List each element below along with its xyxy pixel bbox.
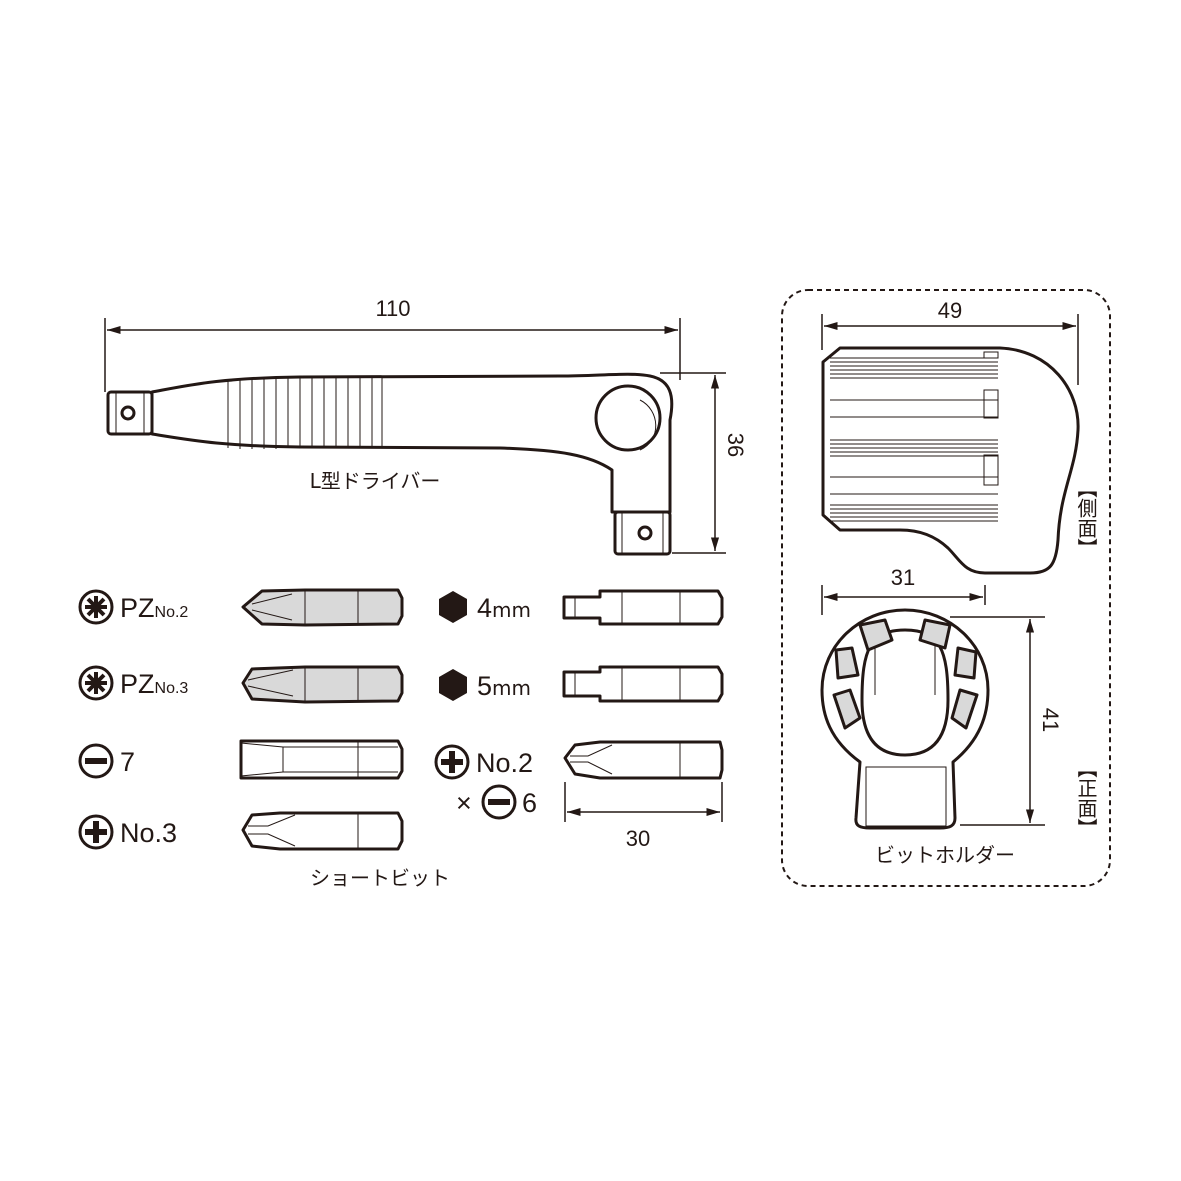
side-view-label: 【側面】 <box>1074 478 1098 558</box>
bit-holder-name: ビットホルダー <box>875 843 1015 867</box>
pozidriv-icon <box>78 665 114 701</box>
short-bits-caption: ショートビット <box>310 866 450 890</box>
dimension-30: 30 <box>564 782 723 851</box>
bit-label: 7 <box>120 747 135 777</box>
dashed-frame <box>781 289 1111 887</box>
times-sign: × <box>456 788 472 818</box>
dimension-label-bit-length: 30 <box>626 826 650 851</box>
bit-holder-side-view <box>821 346 1080 575</box>
phillips-icon <box>434 744 470 780</box>
front-view-label: 【正面】 <box>1074 758 1098 838</box>
bit-holder-front-view <box>820 608 990 830</box>
bit-label: 4mm <box>477 593 531 623</box>
dimension-31: 31 <box>821 565 986 615</box>
pozidriv-icon <box>78 589 114 625</box>
dimension-110: 110 <box>104 296 681 392</box>
dimension-36: 36 <box>660 372 748 554</box>
l-driver-drawing <box>106 372 674 556</box>
dimension-label-length: 110 <box>375 296 410 321</box>
bit-row-hex-4: 4mm <box>439 589 724 626</box>
bit-row-slotted-7: 7 <box>78 739 404 780</box>
bit-label: PZNo.3 <box>120 669 188 699</box>
bit-label: PZNo.2 <box>120 593 188 623</box>
slotted-icon <box>481 784 517 820</box>
bit-label: No.3 <box>120 818 177 848</box>
dimension-label-front-width: 31 <box>891 565 915 590</box>
short-bits: PZNo.2 PZNo.3 7 <box>78 588 724 890</box>
bit-row-phillips-3: No.3 <box>78 811 404 851</box>
bit-label: No.2 <box>476 748 533 778</box>
hex-icon <box>439 669 467 701</box>
phillips-icon <box>78 814 114 850</box>
dimension-49: 49 <box>821 298 1079 385</box>
l-driver: 110 36 L型ドライバー <box>104 296 748 556</box>
l-driver-name: L型ドライバー <box>310 469 441 493</box>
hex-icon <box>439 591 467 623</box>
bit-row-double-end: No.2 × 6 <box>434 740 724 820</box>
bit-label: 6 <box>522 788 537 818</box>
bit-holder: 49 【側面】 31 41 <box>781 289 1111 887</box>
dimension-41: 41 <box>950 616 1063 826</box>
dimension-label-side-width: 49 <box>938 298 962 323</box>
bit-row-pz3: PZNo.3 <box>78 665 404 704</box>
bit-row-hex-5: 5mm <box>439 665 724 703</box>
bit-row-pz2: PZNo.2 <box>78 588 404 627</box>
socket-hole-icon <box>120 405 136 421</box>
dimension-label-front-height: 41 <box>1038 708 1063 732</box>
bit-label: 5mm <box>477 671 531 701</box>
slotted-icon <box>78 743 114 779</box>
dimension-label-height: 36 <box>723 433 748 457</box>
